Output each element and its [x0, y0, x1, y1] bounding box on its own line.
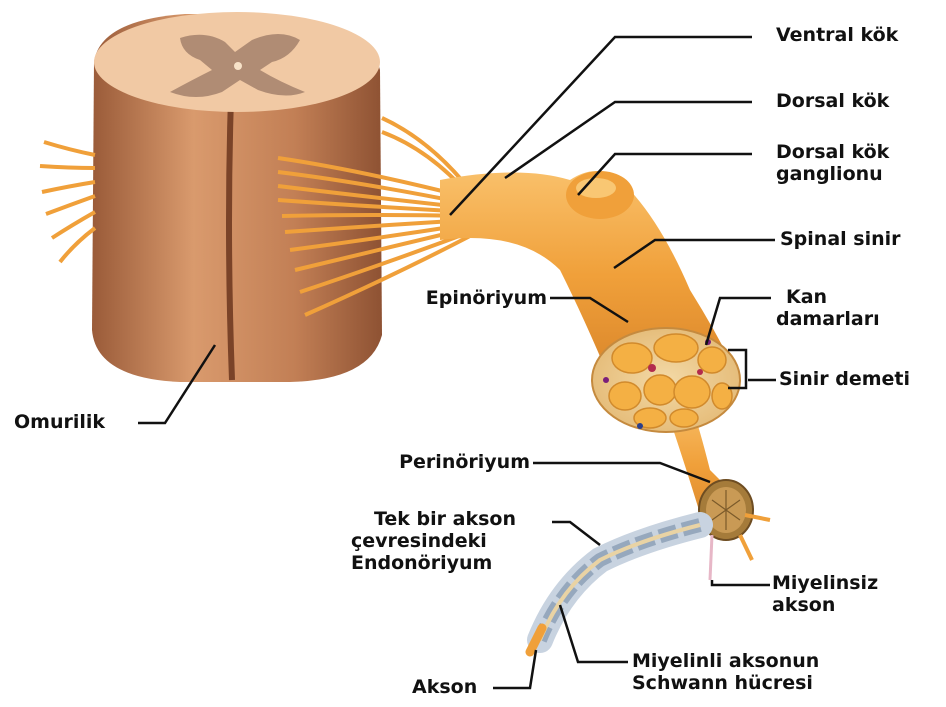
ganglion-highlight	[576, 178, 616, 198]
label-miyelinli-schwann-line2: Schwann hücresi	[632, 672, 819, 694]
label-miyelinsiz-akson-line1: Miyelinsiz	[772, 572, 878, 594]
leader-dorsal-kok	[505, 102, 752, 178]
leader-miyelinsiz-akson	[712, 580, 770, 585]
label-miyelinsiz-akson-line2: akson	[772, 594, 878, 616]
label-kan-damarlari-line1: Kan	[776, 286, 880, 308]
label-kan-damarlari: Kan damarları	[776, 286, 880, 330]
label-dorsal-kok: Dorsal kök	[776, 90, 889, 112]
label-akson: Akson	[412, 676, 477, 698]
leader-miyelinli-schwann	[560, 605, 628, 662]
label-endonoriyum: Tek bir akson çevresindeki Endonöriyum	[345, 508, 545, 574]
label-dorsal-kok-ganglionu-line1: Dorsal kök	[776, 141, 889, 163]
label-epinoriyum: Epinöriyum	[395, 287, 547, 309]
leader-perinoriyum	[533, 463, 710, 482]
label-miyelinsiz-akson: Miyelinsiz akson	[772, 572, 878, 616]
myelinated-axon	[530, 525, 700, 652]
nerve-cross-section	[592, 328, 740, 432]
left-rootlets	[40, 142, 95, 262]
label-sinir-demeti: Sinir demeti	[779, 368, 910, 390]
label-miyelinli-schwann: Miyelinli aksonun Schwann hücresi	[632, 650, 819, 694]
label-miyelinli-schwann-line1: Miyelinli aksonun	[632, 650, 819, 672]
label-kan-damarlari-line2: damarları	[776, 308, 880, 330]
leader-endonoriyum	[552, 522, 600, 545]
axon-core	[540, 525, 700, 640]
central-canal	[234, 62, 242, 70]
label-spinal-sinir: Spinal sinir	[780, 228, 901, 250]
label-endonoriyum-line2: çevresindeki	[345, 530, 545, 552]
label-dorsal-kok-ganglionu-line2: ganglionu	[776, 163, 889, 185]
label-omurilik: Omurilik	[14, 411, 105, 433]
label-dorsal-kok-ganglionu: Dorsal kök ganglionu	[776, 141, 889, 185]
label-endonoriyum-line3: Endonöriyum	[345, 552, 545, 574]
label-endonoriyum-line1: Tek bir akson	[345, 508, 545, 530]
label-perinoriyum: Perinöriyum	[362, 451, 530, 473]
spinal-cord-median-fissure	[229, 70, 232, 380]
spinal-cord	[92, 12, 382, 382]
label-ventral-kok: Ventral kök	[776, 24, 898, 46]
